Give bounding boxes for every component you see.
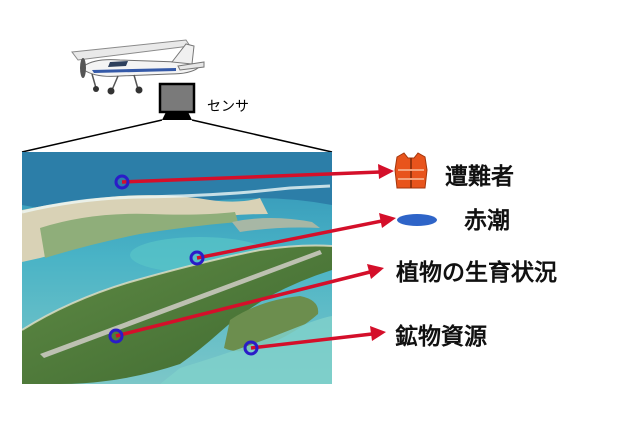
- arrow-minerals: [250, 326, 386, 350]
- red-tide-ellipse-icon: [397, 214, 437, 226]
- target-label-survivors: 遭難者: [445, 164, 514, 190]
- sensor-icon: [158, 82, 196, 120]
- arrow-vegetation: [115, 264, 384, 338]
- sensor-label: センサ: [207, 99, 249, 115]
- aerial-photo: [22, 152, 332, 384]
- target-label-red-tide: 赤潮: [464, 208, 510, 234]
- field-of-view-left-line: [21, 119, 163, 153]
- arrow-survivors: [121, 164, 394, 184]
- airplane-icon: [71, 39, 205, 95]
- arrow-red-tide: [196, 213, 396, 260]
- marker-survivors: [114, 174, 130, 190]
- marker-vegetation: [108, 328, 124, 344]
- target-label-vegetation: 植物の生育状況: [396, 260, 557, 286]
- marker-red-tide: [189, 250, 205, 266]
- field-of-view-right-line: [191, 119, 333, 153]
- life-vest-icon: [394, 152, 428, 189]
- marker-minerals: [243, 340, 259, 356]
- target-label-minerals: 鉱物資源: [395, 324, 487, 350]
